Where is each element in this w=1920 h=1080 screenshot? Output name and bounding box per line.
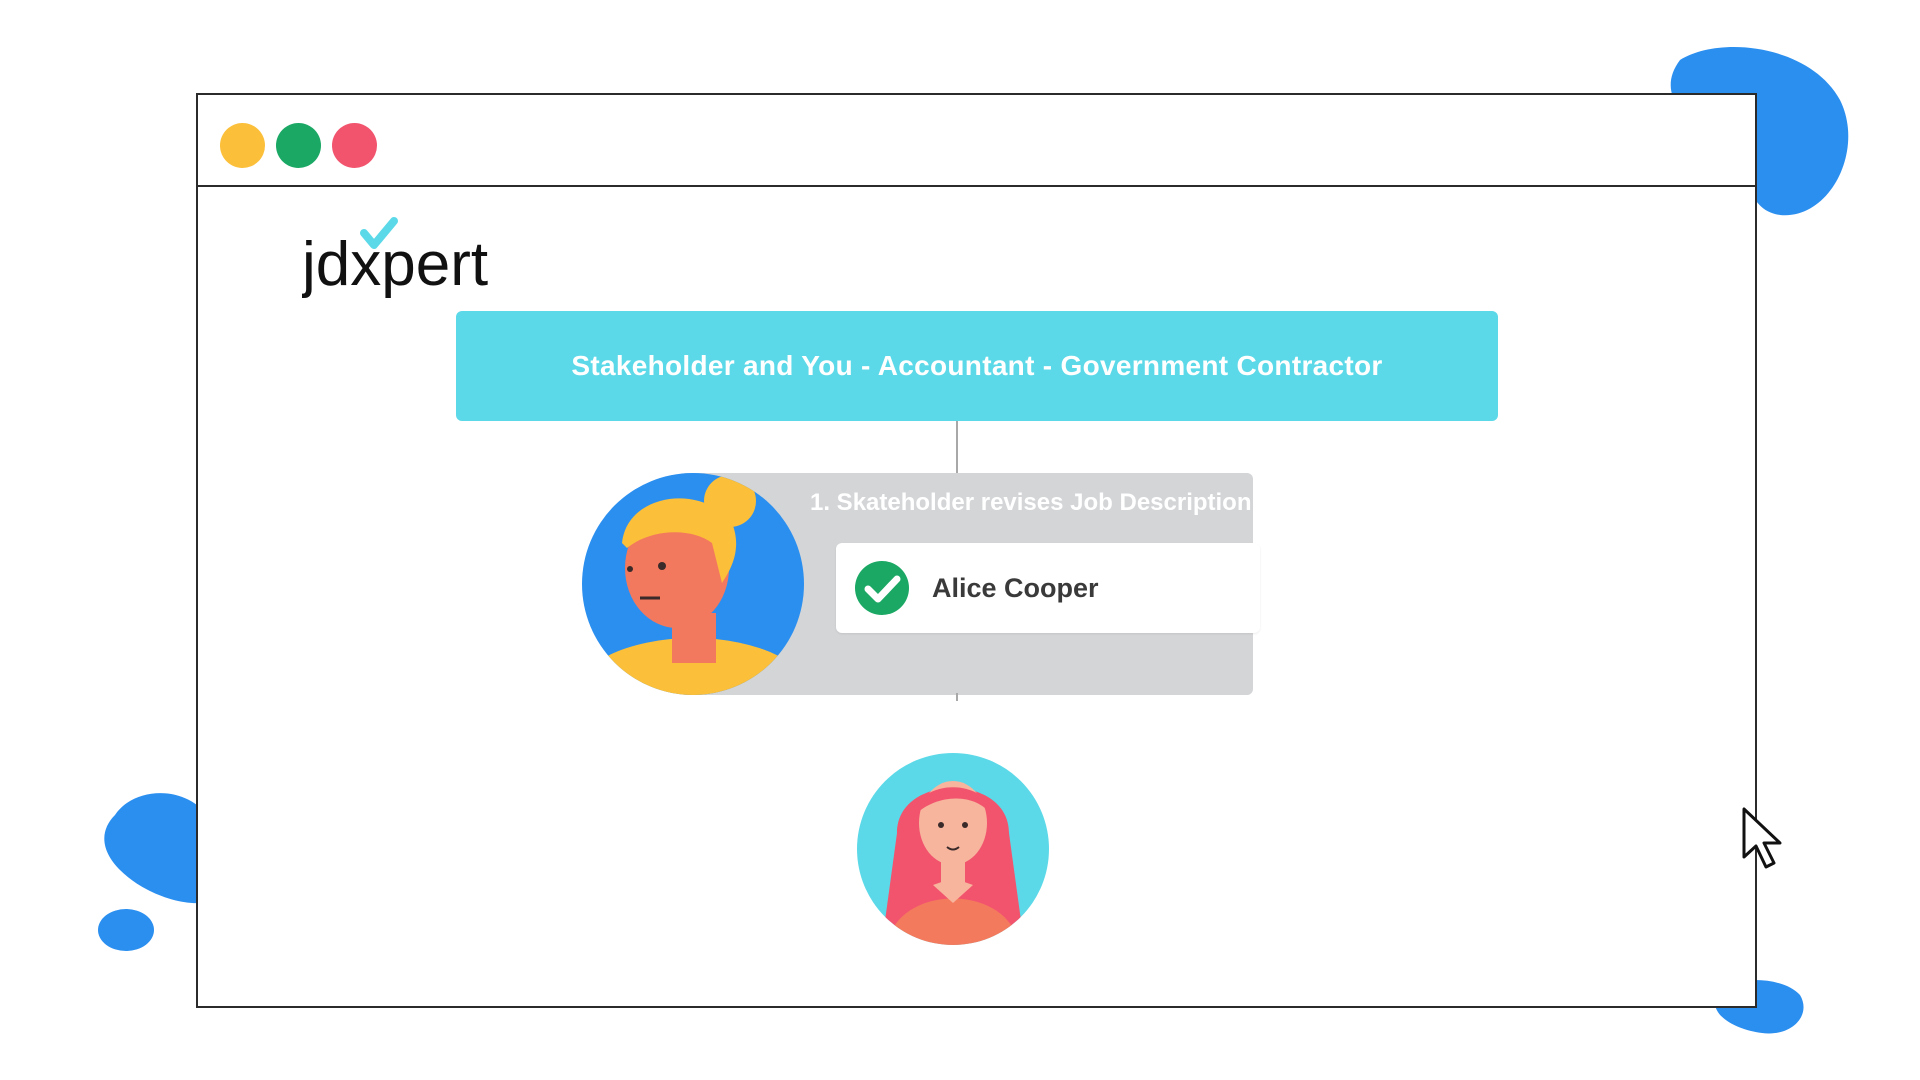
decor-blob-left-small (98, 909, 154, 951)
stakeholder-avatar (582, 473, 804, 695)
user-avatar (857, 753, 1049, 945)
window-titlebar (198, 95, 1755, 187)
logo-text: jdxpert (302, 230, 488, 299)
decor-blob-top-right (1670, 47, 1849, 216)
jdxpert-logo: jdxpert (300, 215, 562, 299)
connector-line-lower (956, 693, 958, 701)
page-title: Stakeholder and You - Accountant - Gover… (456, 311, 1498, 421)
browser-window: jdxpert Stakeholder and You - Accountant… (196, 93, 1782, 1008)
assignee-name: Alice Cooper (932, 573, 1099, 603)
assignee-item[interactable]: Alice Cooper (836, 543, 1260, 633)
check-circle-icon (855, 561, 909, 615)
mouse-pointer-icon (1742, 807, 1782, 869)
minimize-button[interactable] (220, 123, 265, 168)
logo-mark: jdxpert (300, 217, 488, 299)
step-title: 1. Skateholder revises Job Description (810, 489, 1252, 516)
maximize-button[interactable] (276, 123, 321, 168)
logo-check-icon (360, 217, 398, 249)
connector-line (956, 421, 958, 473)
close-button[interactable] (332, 123, 377, 168)
